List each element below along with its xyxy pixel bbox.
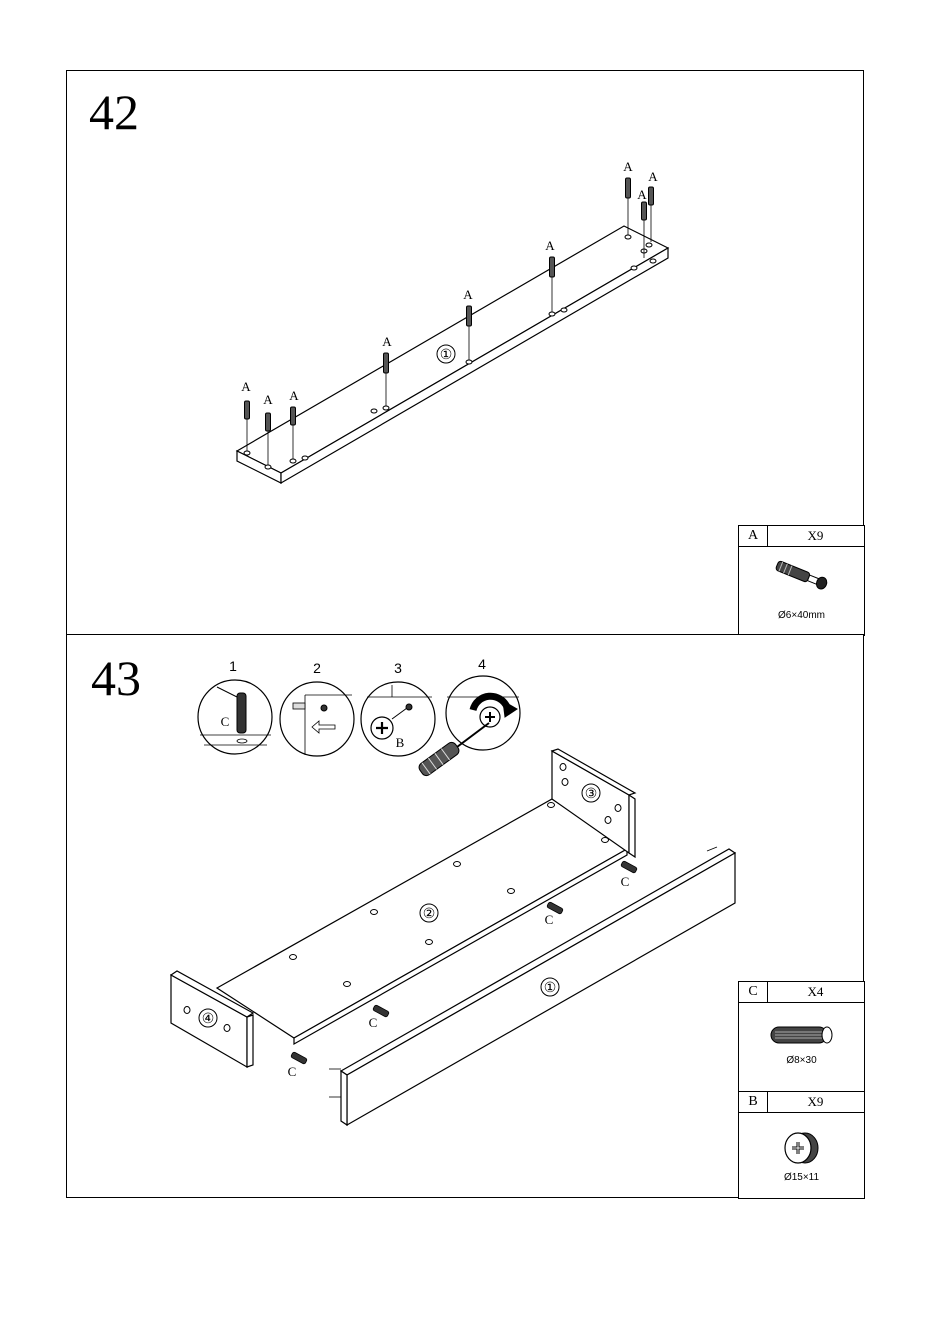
hardware-quantity: X9 (767, 1092, 864, 1112)
sub-step-number: 3 (394, 660, 402, 676)
hardware-header: A X9 (739, 526, 864, 547)
hardware-box-c: C X4 Ø8×30 (738, 981, 865, 1092)
hardware-quantity: X9 (767, 526, 864, 546)
cam-bolt-icon (769, 556, 839, 596)
hardware-size: Ø8×30 (739, 1055, 864, 1066)
part-label-1: ① (544, 981, 557, 996)
sub-step-numbers: 1 2 3 4 (229, 656, 486, 676)
hardware-header: B X9 (739, 1092, 864, 1113)
part-number-label: ① (440, 348, 453, 363)
sub-step-number: 1 (229, 658, 237, 674)
fastener-label: A (241, 379, 251, 394)
dowel-label: C (369, 1015, 378, 1030)
step-43-panel: 4 3 1 2 3 4 C (66, 634, 864, 1198)
hardware-letter: C (739, 982, 768, 1002)
hardware-header: C X4 (739, 982, 864, 1003)
hardware-size: Ø15×11 (739, 1172, 864, 1183)
inset-4-tighten-cam (446, 676, 520, 750)
inset-1-insert-dowel (198, 680, 272, 754)
inset-dowel-label: C (221, 714, 230, 729)
fastener-label: A (289, 388, 299, 403)
hardware-letter: B (739, 1092, 768, 1112)
dowel-label: C (545, 912, 554, 927)
sub-step-number: 2 (313, 660, 321, 676)
hardware-size: Ø6×40mm (739, 610, 864, 621)
hardware-box-a: A X9 Ø6×40mm (738, 525, 865, 636)
inset-2-align-panel (280, 682, 354, 756)
hardware-quantity: X4 (767, 982, 864, 1002)
cam-lock-icon (779, 1128, 825, 1168)
fastener-label: A (463, 287, 473, 302)
sub-step-number: 4 (478, 656, 486, 672)
fastener-label: A (623, 159, 633, 174)
part-label-4: ④ (202, 1012, 215, 1027)
part-label-2: ② (423, 907, 436, 922)
dowel-label: C (621, 874, 630, 889)
dowel-label: C (288, 1064, 297, 1079)
hardware-letter: A (739, 526, 768, 546)
fastener-label: A (648, 169, 658, 184)
inset-cam-label: B (396, 735, 405, 750)
wood-dowel-icon (769, 1024, 835, 1046)
fastener-label: A (382, 334, 392, 349)
step-42-panel: 42 ① (66, 70, 864, 635)
part-label-3: ③ (585, 787, 598, 802)
fastener-label: A (545, 238, 555, 253)
fastener-label: A (263, 392, 273, 407)
fastener-label: A (637, 187, 647, 202)
hardware-box-b: B X9 Ø15×11 (738, 1091, 865, 1199)
